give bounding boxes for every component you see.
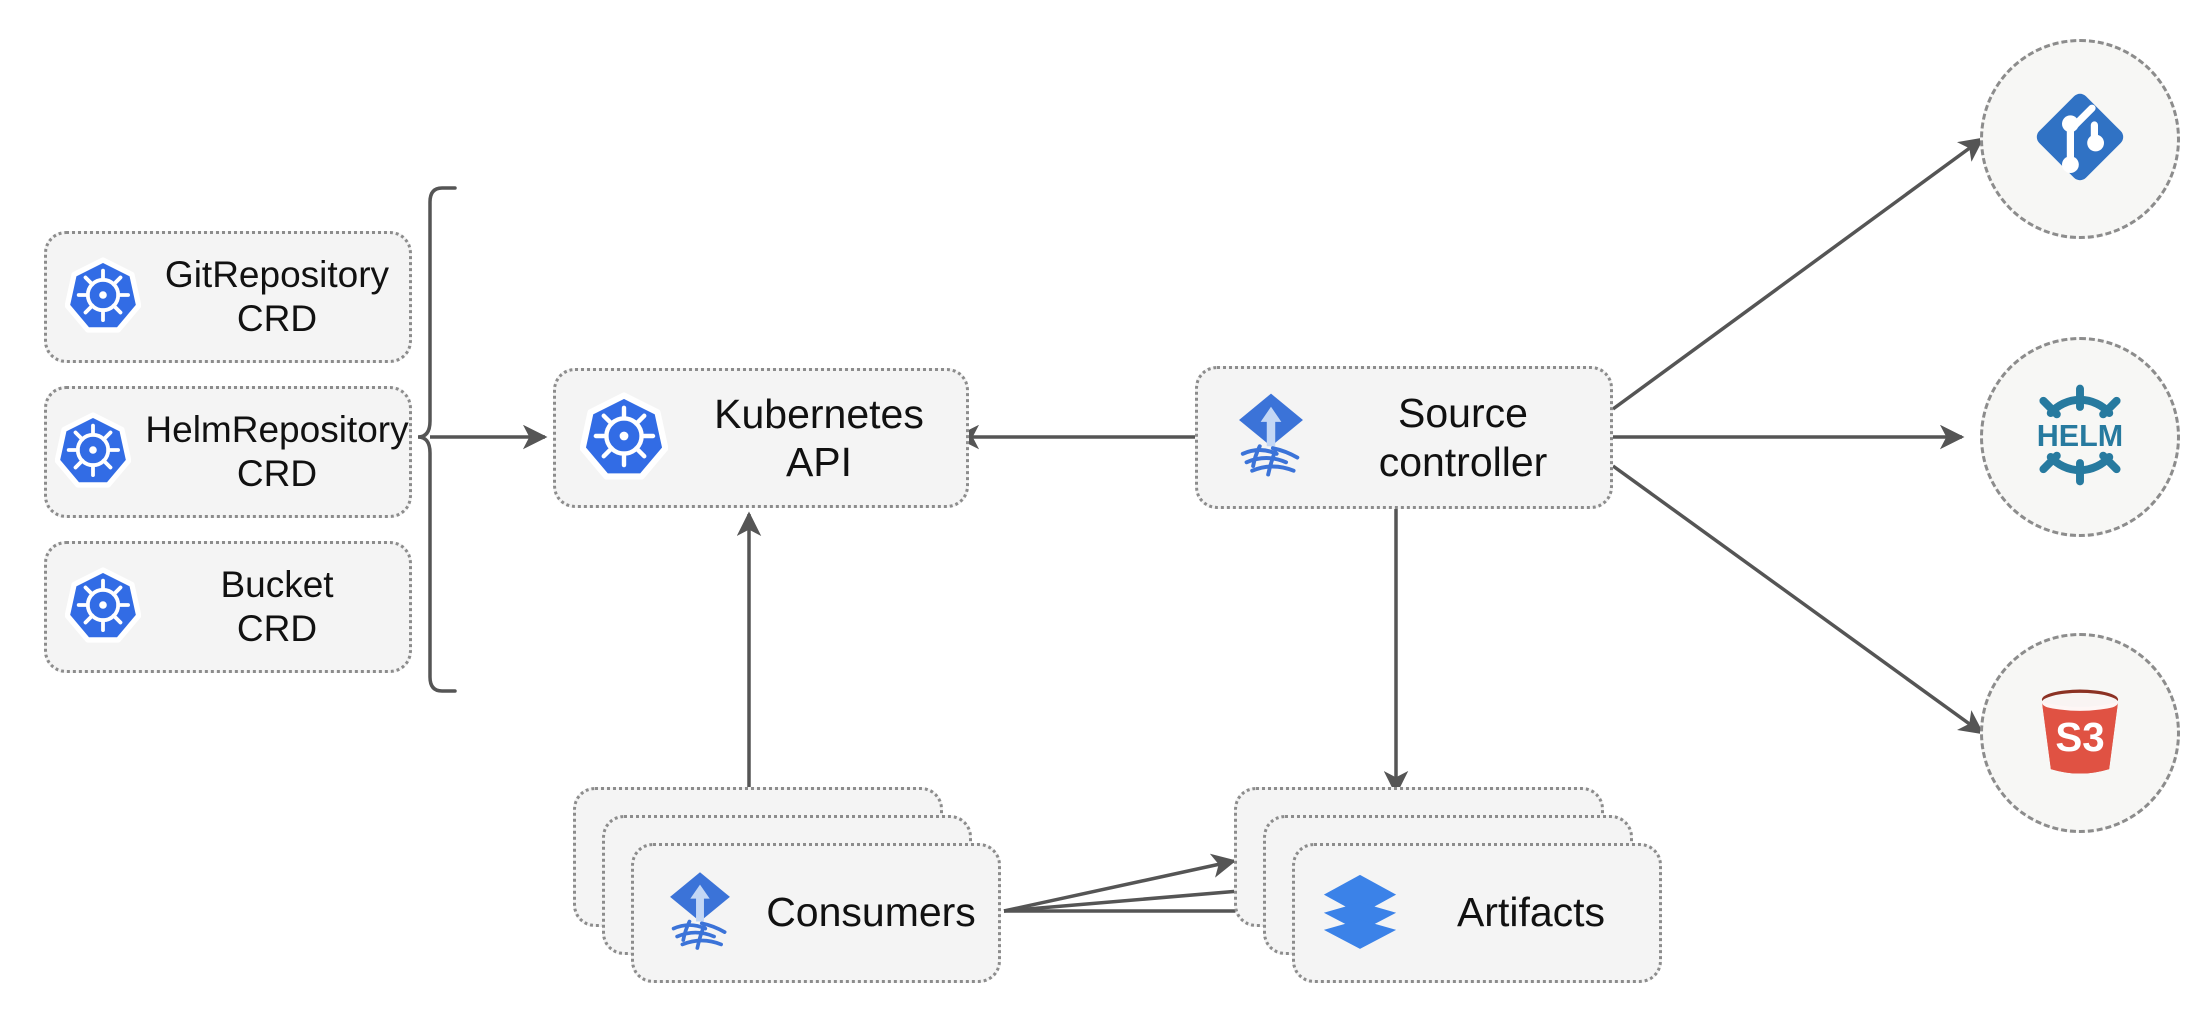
crd-card-label: HelmRepository CRD: [145, 409, 409, 494]
artifacts-node[interactable]: Artifacts: [1234, 787, 1664, 987]
crd-card-helmrepository[interactable]: HelmRepository CRD: [44, 386, 412, 518]
layers-icon: [1317, 868, 1403, 959]
flux-icon: [656, 867, 744, 960]
git-source-circle[interactable]: [1980, 39, 2180, 239]
kubernetes-icon: [64, 566, 142, 648]
flux-icon: [1224, 388, 1318, 487]
crd-card-label: GitRepository CRD: [164, 254, 390, 339]
connector-consumers-to-artifacts-2: [1003, 878, 1266, 913]
kubernetes-api-label: Kubernetes API: [714, 390, 924, 485]
kubernetes-icon: [55, 411, 132, 493]
s3-wordmark: S3: [2055, 714, 2104, 760]
connector-source-to-s3: [1611, 464, 1984, 735]
consumers-card-front[interactable]: Consumers: [631, 843, 1001, 983]
crd-card-gitrepository[interactable]: GitRepository CRD: [44, 231, 412, 363]
crd-group-brace: [417, 186, 457, 693]
connector-consumers-to-artifacts-1: [1003, 853, 1237, 913]
helm-wordmark: HELM: [2037, 418, 2123, 452]
consumers-node[interactable]: Consumers: [573, 787, 1003, 987]
kubernetes-icon: [579, 391, 669, 485]
s3-source-circle[interactable]: S3: [1980, 633, 2180, 833]
helm-icon: HELM: [2019, 374, 2141, 501]
source-controller-label: Source controller: [1378, 390, 1548, 485]
helm-source-circle[interactable]: HELM: [1980, 337, 2180, 537]
consumers-label: Consumers: [766, 889, 976, 936]
connector-source-to-git: [1611, 137, 1984, 411]
source-controller-node[interactable]: Source controller: [1195, 366, 1613, 509]
artifacts-label: Artifacts: [1456, 889, 1606, 936]
s3-icon: S3: [2024, 675, 2136, 792]
crd-card-label: Bucket CRD: [220, 564, 334, 649]
kubernetes-api-node[interactable]: Kubernetes API: [553, 368, 969, 508]
kubernetes-icon: [64, 256, 142, 338]
artifacts-card-front[interactable]: Artifacts: [1292, 843, 1662, 983]
git-icon: [2020, 77, 2140, 202]
crd-card-bucket[interactable]: Bucket CRD: [44, 541, 412, 673]
